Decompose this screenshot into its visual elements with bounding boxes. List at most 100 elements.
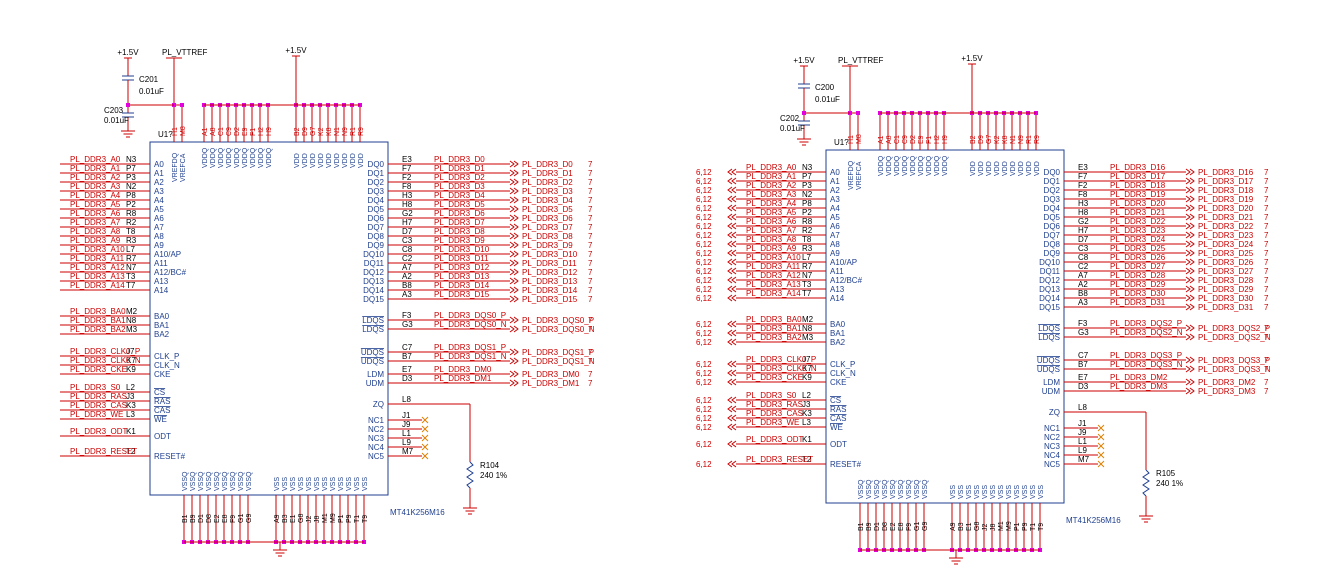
offpage-connector xyxy=(1185,258,1195,266)
vdd-pin-name: VDD xyxy=(302,153,309,168)
left-ball-label: P3 xyxy=(126,173,136,182)
offpage-net-label: PL_DDR3_D14 xyxy=(522,286,578,295)
left-net-label: PL_DDR3_A13 xyxy=(70,272,125,281)
right-ball-label: D3 xyxy=(1078,382,1089,391)
bottom-ball-label: D1 xyxy=(874,522,881,531)
offpage-connector xyxy=(727,285,737,293)
top-ball-label: K2 xyxy=(994,135,1001,144)
sheet-ref-out: 7 xyxy=(1264,186,1269,195)
left-net-label: PL_DDR3_A9 xyxy=(70,236,121,245)
top-ball-label: A8 xyxy=(886,135,893,144)
offpage-connector xyxy=(1185,186,1195,194)
vdd-pin-name: VDDQ xyxy=(894,155,901,176)
gnd-pin-name: VSSQ xyxy=(882,479,889,499)
bottom-ball-label: P9 xyxy=(346,514,353,523)
right-ball-label: D3 xyxy=(402,374,413,383)
top-ball-label: G7 xyxy=(986,135,993,144)
gnd-pin-name: VSS xyxy=(1038,485,1045,499)
offpage-connector xyxy=(727,440,737,448)
sheet-ref-out: 7 xyxy=(588,196,593,205)
right-pin-name: UDM xyxy=(366,379,385,388)
nc-mark-line xyxy=(421,452,429,460)
sheet-ref-out: 7 xyxy=(588,250,593,259)
left-pin-name: A8 xyxy=(154,232,164,241)
gnd-pin-name: VSS xyxy=(330,477,337,491)
top-ball-label: F1 xyxy=(250,128,257,136)
left-pin-name: ODT xyxy=(830,440,847,449)
bottom-ball-label: J8 xyxy=(314,516,321,524)
left-ball-label: T7 xyxy=(126,281,136,290)
right-pin-name: UDQS xyxy=(361,348,384,357)
right-ball-label: E7 xyxy=(402,365,412,374)
sheet-ref-in: 6,12 xyxy=(696,338,712,347)
offpage-net-label: PL_DDR3_D0 xyxy=(522,160,573,169)
right-ball-label: H8 xyxy=(402,200,413,209)
gnd-pin-name: VSSQ xyxy=(906,479,913,499)
sheet-ref-in: 6,12 xyxy=(696,440,712,449)
bottom-ball-label: E1 xyxy=(290,514,297,523)
vdd-pin-name: VDD xyxy=(994,161,1001,176)
sheet-ref-out: 7 xyxy=(588,187,593,196)
vdd-pin-name: VDD xyxy=(294,153,301,168)
resistor-body xyxy=(466,461,474,489)
gnd-pin-name: VSSQ xyxy=(190,471,197,491)
right-pin-name: LDQS xyxy=(1038,333,1060,342)
top-ball-label: N9 xyxy=(342,127,349,136)
left-pin-name: A8 xyxy=(830,240,840,249)
sheet-ref-out: 7 xyxy=(1264,294,1269,303)
sheet-ref-out: 7 xyxy=(1264,267,1269,276)
nc-mark-line xyxy=(1097,460,1105,468)
sheet-ref-in: 6,12 xyxy=(696,329,712,338)
sheet-ref-out: 7 xyxy=(588,205,593,214)
right-pin-name: DQ6 xyxy=(1044,222,1061,231)
left-net-label: PL_DDR3_A2 xyxy=(70,173,121,182)
offpage-connector xyxy=(1185,387,1195,395)
right-pin-name: NC1 xyxy=(368,416,385,425)
offpage-net-label: PL_DDR3_D24 xyxy=(1198,240,1254,249)
left-net-label: PL_DDR3_A6 xyxy=(70,209,121,218)
right-ball-label: C3 xyxy=(1078,244,1089,253)
top-ball-label: E9 xyxy=(242,127,249,136)
left-ball-label: M2 xyxy=(802,315,814,324)
bottom-ball-label: E2 xyxy=(890,522,897,531)
bottom-ball-label: E8 xyxy=(898,522,905,531)
left-ball-label: T8 xyxy=(126,227,136,236)
bottom-ball-label: E8 xyxy=(222,514,229,523)
junction-dot xyxy=(802,111,806,115)
right-pin-name: DQ9 xyxy=(1044,249,1061,258)
right-pin-name: DQ11 xyxy=(1040,267,1061,276)
gnd-pin-name: VSS xyxy=(1006,485,1013,499)
offpage-connector xyxy=(509,348,519,356)
offpage-connector xyxy=(727,186,737,194)
left-net-label: PL_DDR3_A11 xyxy=(746,262,801,271)
right-ball-label: A7 xyxy=(402,263,412,272)
vdd-pin-name: VDDQ xyxy=(942,155,949,176)
right-net-label: PL_DDR3_D31 xyxy=(1110,298,1166,307)
right-net-label: PL_DDR3_D29 xyxy=(1110,280,1166,289)
vdd-pin-name: VDD xyxy=(350,153,357,168)
offpage-net-label: PL_DDR3_D3 xyxy=(522,187,573,196)
left-net-label: PL_DDR3_CKE xyxy=(746,373,803,382)
left-pin-name: BA0 xyxy=(830,320,846,329)
left-pin-name: ODT xyxy=(154,432,171,441)
vdd-pin-name: VDDQ xyxy=(934,155,941,176)
left-pin-name: A12/BC# xyxy=(830,276,863,285)
vref-pin-name: VREFDQ xyxy=(848,160,855,190)
bottom-ball-label: G9 xyxy=(246,514,253,523)
vdd-pin-name: VDD xyxy=(1010,161,1017,176)
left-ball-label: P2 xyxy=(802,208,812,217)
vdd-pin-name: VDD xyxy=(1026,161,1033,176)
right-net-label: PL_DDR3_D2 xyxy=(434,173,485,182)
offpage-net-label: PL_DDR3_D21 xyxy=(1198,213,1254,222)
left-net-label: PL_DDR3_A5 xyxy=(746,208,797,217)
left-pin-name: CKE xyxy=(830,378,846,387)
right-ball-label: H7 xyxy=(1078,226,1089,235)
sheet-ref-out: 7 xyxy=(1264,258,1269,267)
right-ball-label: H7 xyxy=(402,218,413,227)
right-pin-name: DQ0 xyxy=(368,160,385,169)
right-pin-name: DQ4 xyxy=(368,196,385,205)
right-pin-name: LDM xyxy=(1043,378,1060,387)
offpage-connector xyxy=(509,277,519,285)
chip-ref: U1? xyxy=(158,130,173,139)
left-ball-label: N7 xyxy=(802,271,813,280)
